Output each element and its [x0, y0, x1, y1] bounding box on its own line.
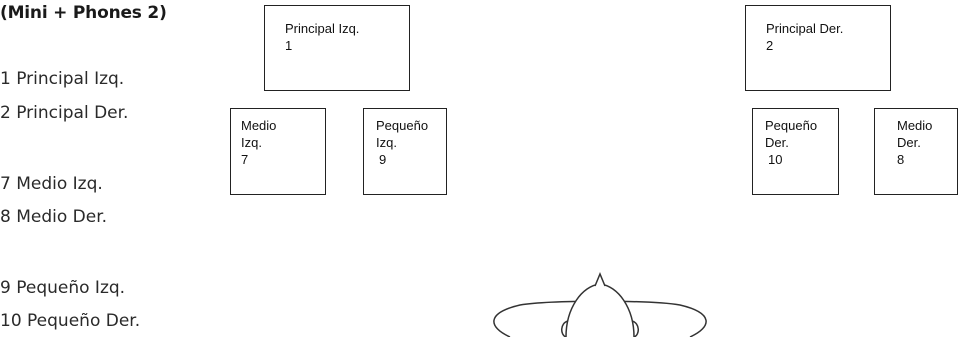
speaker-medio-izq: Medio Izq. 7 [230, 108, 326, 195]
speaker-label: Medio Der. [897, 118, 933, 150]
speaker-number: 10 [768, 152, 783, 167]
speaker-number: 9 [379, 152, 387, 167]
speaker-number: 1 [285, 38, 293, 53]
speaker-label: Pequeño Der. [765, 118, 818, 150]
speaker-label: Principal Izq. [285, 21, 360, 36]
speaker-number: 2 [766, 38, 774, 53]
legend-item-pequeno-der: 10 Pequeño Der. [0, 311, 141, 331]
legend-item-pequeno-izq: 9 Pequeño Izq. [0, 278, 126, 298]
speaker-medio-der: Medio Der. 8 [874, 108, 958, 195]
legend-item-medio-der: 8 Medio Der. [0, 207, 108, 227]
legend-item-medio-izq: 7 Medio Izq. [0, 174, 103, 194]
listener-head-icon [493, 272, 707, 337]
speaker-number: 7 [241, 152, 249, 167]
speaker-principal-der: Principal Der. 2 [745, 5, 891, 91]
speaker-label: Medio Izq. [241, 118, 277, 150]
speaker-number: 8 [897, 152, 905, 167]
layout-title: (Mini + Phones 2) [0, 3, 167, 23]
speaker-label: Pequeño Izq. [376, 118, 429, 150]
legend-item-principal-izq: 1 Principal Izq. [0, 69, 125, 89]
speaker-label: Principal Der. [766, 21, 844, 36]
legend-item-principal-der: 2 Principal Der. [0, 103, 129, 123]
speaker-principal-izq: Principal Izq. 1 [264, 5, 410, 91]
speaker-pequeno-izq: Pequeño Izq. 9 [363, 108, 447, 195]
speaker-pequeno-der: Pequeño Der. 10 [752, 108, 839, 195]
